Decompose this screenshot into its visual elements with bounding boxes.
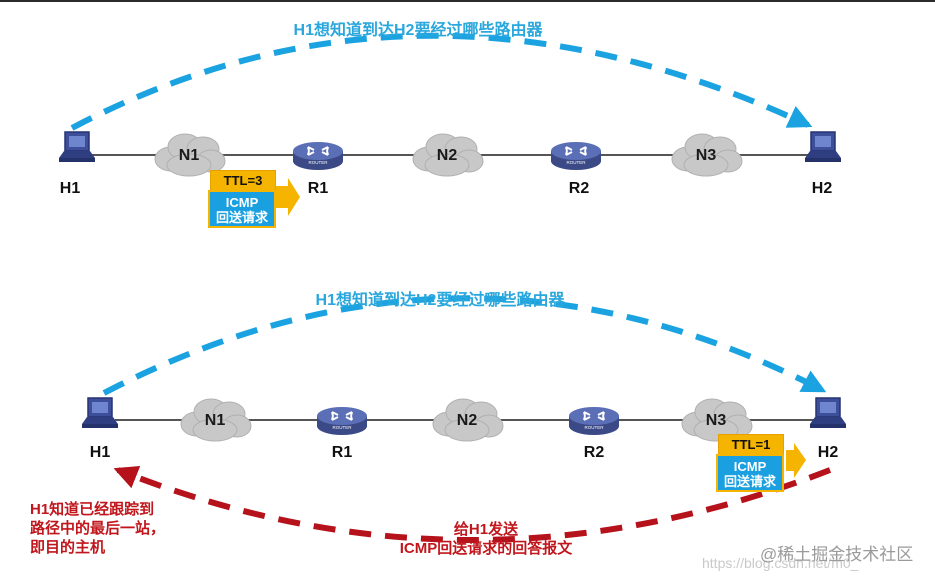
bottom-router-r2-icon	[568, 406, 620, 436]
bottom-h1-label: H1	[89, 444, 111, 461]
bottom-icmp-line2: 回送请求	[723, 474, 776, 489]
bottom-note-center: 给H1发送 ICMP回送请求的回答报文	[399, 521, 573, 557]
bottom-n1-label: N1	[204, 412, 226, 429]
bottom-router-r1-badge: ROUTER	[333, 425, 353, 430]
top-n1-label: N1	[178, 147, 200, 164]
top-n2-label: N2	[436, 147, 458, 164]
top-blue-dashed-arrow	[70, 32, 813, 131]
top-ttl-badge: TTL=3	[210, 170, 276, 191]
bottom-title: H1想知道到达H2要经过哪些路由器	[315, 292, 565, 309]
top-packet-arrow-icon	[276, 178, 300, 216]
top-h2-label: H2	[811, 180, 833, 197]
top-h1-label: H1	[59, 180, 81, 197]
bottom-h2-label: H2	[817, 444, 839, 461]
bottom-icmp-line1: ICMP	[733, 459, 767, 474]
bottom-n3-label: N3	[705, 412, 727, 429]
top-router-r2-icon	[550, 141, 602, 171]
top-icmp-line1: ICMP	[225, 195, 259, 210]
bottom-n2-label: N2	[456, 412, 478, 429]
top-icmp-line2: 回送请求	[215, 210, 268, 225]
bottom-r1-label: R1	[331, 444, 353, 461]
bottom-note-left: H1知道已经跟踪到 路径中的最后一站， 即目的主机	[30, 501, 166, 556]
bottom-packet-arrow-icon	[786, 443, 806, 478]
bottom-ttl-badge: TTL=1	[718, 434, 784, 455]
bottom-router-r1-icon	[316, 406, 368, 436]
bottom-red-dashed-arrow	[113, 465, 832, 543]
top-border-line	[0, 0, 935, 2]
bottom-host-h1-icon	[81, 397, 119, 429]
top-n3-label: N3	[695, 147, 717, 164]
top-host-h1-icon	[58, 131, 96, 163]
bottom-blue-dashed-arrow	[102, 295, 827, 396]
top-icmp-packet: ICMP 回送请求	[208, 190, 276, 228]
bottom-icmp-packet: ICMP 回送请求	[716, 454, 784, 492]
bottom-host-h2-icon	[809, 397, 847, 429]
watermark-label: @稀土掘金技术社区	[760, 545, 914, 564]
bottom-router-r2-badge: ROUTER	[585, 425, 605, 430]
top-host-h2-icon	[804, 131, 842, 163]
top-r2-label: R2	[568, 180, 590, 197]
watermark-faint-url: https://blog.csdn.net/m0_	[702, 555, 859, 571]
bottom-r2-label: R2	[583, 444, 605, 461]
top-r1-label: R1	[307, 180, 329, 197]
top-router-r1-icon	[292, 141, 344, 171]
top-title: H1想知道到达H2要经过哪些路由器	[293, 22, 543, 39]
top-router-r1-badge: ROUTER	[309, 160, 329, 165]
top-router-r2-badge: ROUTER	[567, 160, 587, 165]
